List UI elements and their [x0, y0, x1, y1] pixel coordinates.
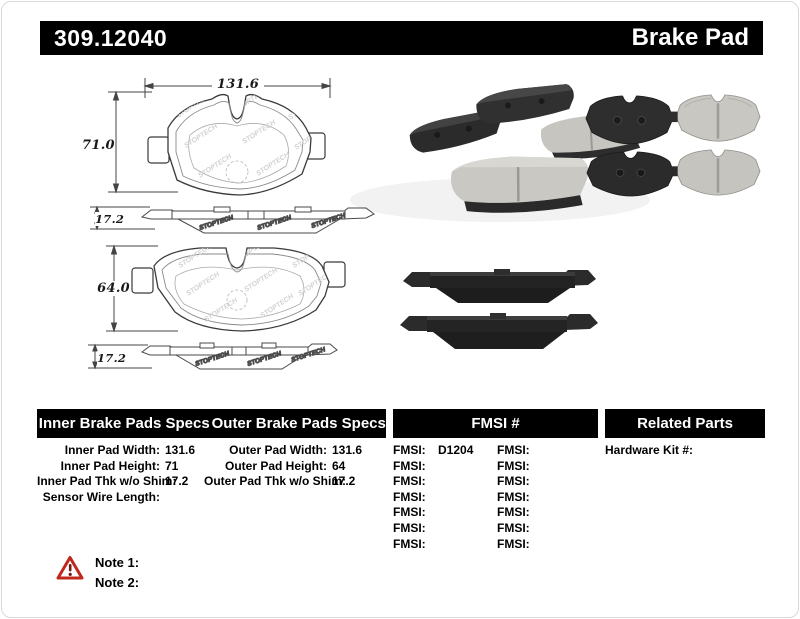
table-row: FMSI: — [497, 474, 542, 490]
table-row: FMSI: D1204 — [393, 443, 473, 459]
table-row: Hardware Kit #: — [605, 443, 698, 459]
inner-specs-table: Inner Pad Width: 131.6 Inner Pad Height:… — [37, 443, 195, 505]
table-row: Outer Pad Thk w/o Shim: 17.2 — [204, 474, 362, 490]
fmsi-label: FMSI: — [393, 536, 426, 551]
note-1-label: Note 1: — [95, 555, 140, 570]
svg-text:STOPTECH: STOPTECH — [287, 95, 323, 122]
fmsi-label: FMSI: — [497, 520, 530, 535]
fmsi-label: FMSI: — [393, 458, 426, 473]
table-row: FMSI: — [497, 443, 542, 459]
warning-icon — [56, 556, 84, 580]
fmsi-label: FMSI: — [393, 443, 426, 457]
outer-pad-drawing: STOPTECH STOPTECH STOPTECH STOPTECH STOP… — [131, 247, 346, 332]
fmsi-column-1: FMSI: D1204 FMSI: FMSI: FMSI: FMSI: FMSI:… — [393, 443, 473, 552]
fmsi-label: FMSI: — [497, 505, 530, 520]
product-type-title: Brake Pad — [631, 24, 749, 51]
title-bar: 309.12040 Brake Pad — [40, 21, 763, 55]
spec-label: Inner Pad Height: — [60, 458, 160, 473]
fmsi-label: FMSI: — [393, 474, 426, 489]
outer-specs-table: Outer Pad Width: 131.6 Outer Pad Height:… — [204, 443, 362, 490]
table-row: Outer Pad Height: 64 — [204, 459, 362, 475]
spec-label: Inner Pad Width: — [64, 443, 160, 457]
fmsi-label: FMSI: — [393, 489, 426, 504]
table-row: Outer Pad Width: 131.6 — [204, 443, 362, 459]
spec-value: 64 — [332, 458, 346, 473]
table-row: FMSI: — [497, 537, 542, 553]
table-row: Inner Pad Height: 71 — [37, 459, 195, 475]
spec-label: Outer Pad Height: — [224, 458, 327, 473]
inner-pad-thickness-dimension-label: 17.2 — [95, 212, 125, 226]
spec-value: 17.2 — [332, 474, 356, 489]
spec-value: 17.2 — [165, 474, 189, 489]
table-row: Inner Pad Thk w/o Shim: 17.2 — [37, 474, 195, 490]
table-row: FMSI: — [497, 521, 542, 537]
fmsi-label: FMSI: — [393, 505, 426, 520]
related-parts-header: Related Parts — [637, 415, 733, 432]
fmsi-label: FMSI: — [497, 536, 530, 551]
spec-label: Outer Pad Width: — [229, 443, 327, 457]
table-row: FMSI: — [393, 521, 473, 537]
related-parts-table: Hardware Kit #: — [605, 443, 698, 459]
related-parts-header-bar: Related Parts — [605, 409, 765, 438]
fmsi-label: FMSI: — [393, 520, 426, 535]
fmsi-label: FMSI: — [497, 474, 530, 489]
fmsi-label: FMSI: — [497, 458, 530, 473]
hardware-kit-label: Hardware Kit #: — [605, 443, 694, 457]
spec-label: Outer Pad Thk w/o Shim: — [204, 474, 347, 489]
spec-value: 131.6 — [332, 443, 363, 457]
fmsi-header-bar: FMSI # — [393, 409, 598, 438]
spec-label: Inner Pad Thk w/o Shim: — [37, 474, 177, 489]
inner-specs-header: Inner Brake Pads Specs — [38, 415, 210, 432]
outer-pad-height-dimension-label: 64.0 — [96, 281, 130, 296]
part-number: 309.12040 — [54, 24, 168, 51]
table-row: FMSI: — [393, 490, 473, 506]
table-row: FMSI: — [497, 459, 542, 475]
spec-value: 131.6 — [165, 443, 196, 457]
table-row: FMSI: — [497, 505, 542, 521]
specs-header-bar: Inner Brake Pads Specs Outer Brake Pads … — [37, 409, 386, 438]
inner-pad-width-dimension-label: 131.6 — [212, 77, 264, 92]
inner-pad-drawing: STOPTECH STOPTECH STOPTECH STOPTECH STOP… — [147, 93, 326, 196]
fmsi-label: FMSI: — [497, 489, 530, 504]
table-row: FMSI: — [393, 474, 473, 490]
outer-specs-header: Outer Brake Pads Specs — [211, 415, 386, 432]
fmsi-column-2: FMSI: FMSI: FMSI: FMSI: FMSI: FMSI: FMSI… — [497, 443, 542, 552]
spec-value: 71 — [165, 458, 179, 473]
fmsi-label: FMSI: — [497, 443, 530, 457]
inner-pad-height-dimension-label: 71.0 — [82, 138, 115, 153]
outer-pad-side-view: STOPTECH STOPTECH STOPTECH — [140, 342, 338, 370]
table-row: Sensor Wire Length: — [37, 490, 195, 506]
notes-section: Note 1: Note 2: — [95, 553, 139, 592]
fmsi-header: FMSI # — [471, 415, 520, 432]
spec-label: Sensor Wire Length: — [42, 489, 160, 504]
outer-pad-thickness-dimension — [88, 343, 152, 370]
note-2-label: Note 2: — [95, 574, 140, 590]
table-row: FMSI: — [393, 459, 473, 475]
table-row: FMSI: — [497, 490, 542, 506]
table-row: FMSI: — [393, 537, 473, 553]
pads-photo-grid — [585, 94, 761, 197]
inner-pad-side-view: STOPTECH STOPTECH STOPTECH — [140, 206, 375, 234]
table-row: Inner Pad Width: 131.6 — [37, 443, 195, 459]
fmsi-value: D1204 — [438, 443, 474, 457]
pads-photo-edge — [400, 269, 598, 349]
table-row: FMSI: — [393, 505, 473, 521]
outer-pad-thickness-dimension-label: 17.2 — [97, 351, 127, 365]
